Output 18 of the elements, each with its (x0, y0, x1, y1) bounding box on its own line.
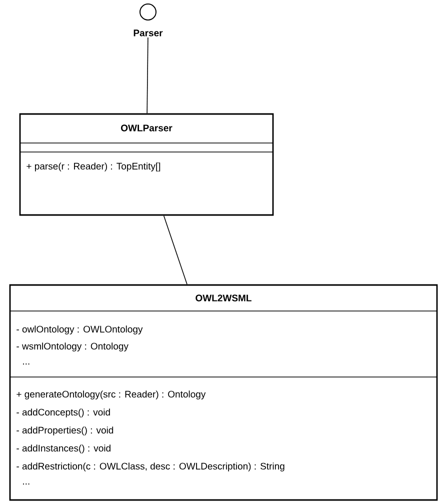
class-member: - addRestriction(c : OWLClass, desc : OWLDescription) : String (16, 462, 284, 472)
class-name: OWL2WSML (196, 294, 252, 302)
class-member: - addInstances() : void (16, 444, 110, 454)
connector-line (146, 37, 148, 114)
ellipsis: ... (23, 363, 30, 364)
class-box (9, 284, 438, 501)
class-member: + parse(r : Reader) : TopEntity[] (26, 162, 160, 172)
class-member: - addConcepts() : void (16, 408, 110, 418)
class-box (19, 113, 274, 216)
interface-circle (140, 4, 156, 20)
class-member: + generateOntology(src : Reader) : Ontology (16, 390, 206, 400)
interface-name: Parser (134, 30, 163, 36)
connector-line (163, 215, 188, 285)
class-member: - addProperties() : void (16, 426, 114, 436)
ellipsis: ... (23, 483, 30, 484)
class-member: - owlOntology : OWLOntology (16, 326, 143, 334)
class-name: OWLParser (121, 124, 172, 132)
class-member: - wsmlOntology : Ontology (16, 342, 128, 352)
